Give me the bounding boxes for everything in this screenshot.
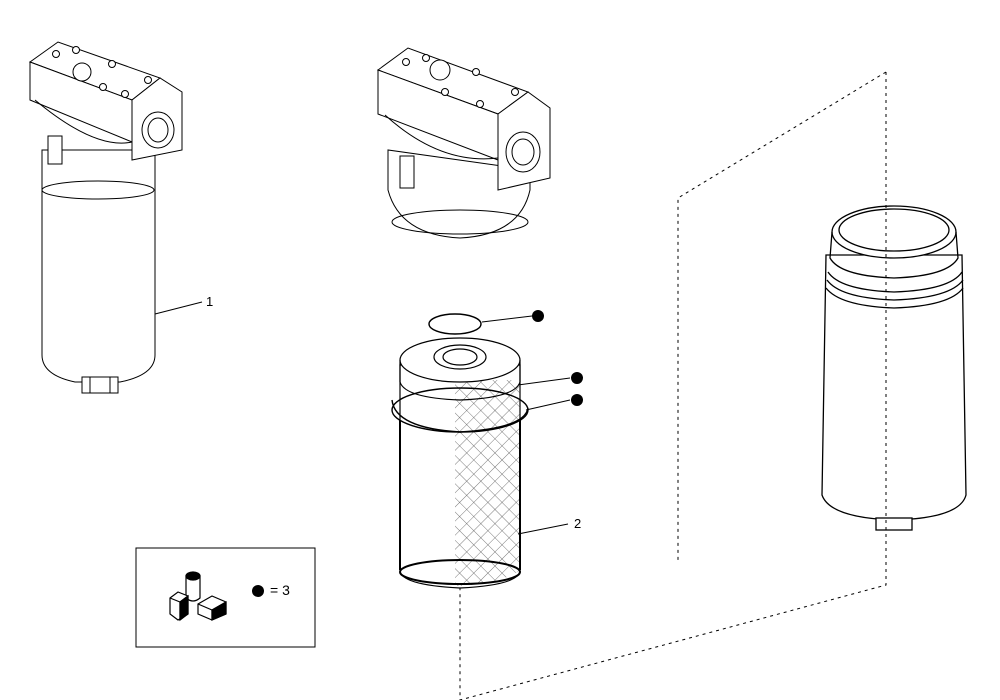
filter-bowl: [821, 205, 967, 531]
callout-label-1: 1: [206, 294, 213, 309]
kit-bullet-icon: [571, 394, 583, 406]
filled-circle-icon: [252, 585, 264, 597]
callout-leader-1: [154, 301, 203, 315]
callout-leader-ring-a: [517, 377, 571, 386]
kit-bullet-icon: [571, 372, 583, 384]
assembly-path-line-upper: [677, 71, 887, 560]
filter-head: [376, 47, 551, 239]
kit-quantity-label: = 3: [270, 582, 290, 598]
callout-leader-2: [517, 523, 569, 535]
callout-label-2: 2: [574, 516, 581, 531]
kit-legend-box: [135, 547, 316, 648]
callout-leader-oring-top: [481, 315, 533, 323]
callout-leader-ring-b: [525, 399, 571, 411]
filter-assembly-complete: [28, 41, 183, 394]
filter-element: [391, 337, 529, 589]
parts-kit-icon: [169, 571, 227, 622]
o-ring-top: [428, 313, 482, 335]
assembly-path-line: [459, 72, 887, 700]
kit-bullet-icon: [532, 310, 544, 322]
